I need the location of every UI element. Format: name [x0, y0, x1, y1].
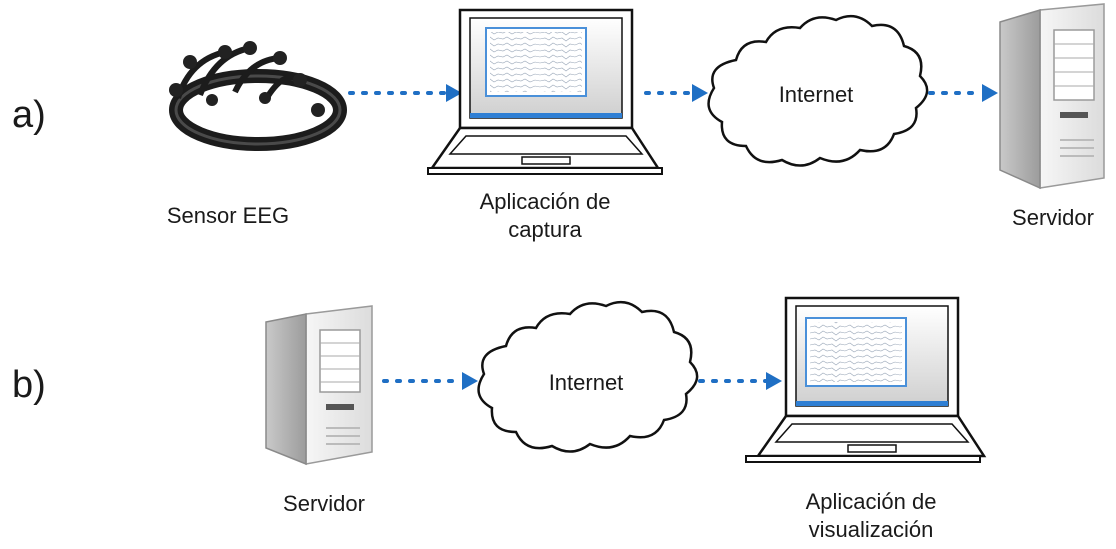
server-icon: [999, 3, 1105, 190]
sensor-caption: Sensor EEG: [166, 203, 290, 228]
capture-caption-line1: Aplicación de: [479, 189, 611, 214]
arrow-server-to-internet: [382, 372, 478, 390]
arrow-internet-to-server: [928, 84, 998, 102]
eeg-headset-icon: [169, 41, 347, 151]
row-label-b: b): [12, 364, 46, 406]
capture-caption-line2: captura: [508, 217, 582, 242]
arrow-capture-to-internet: [644, 84, 708, 102]
internet-label: Internet: [548, 370, 624, 395]
server-icon: [265, 305, 373, 466]
row-label-a: a): [12, 94, 46, 136]
internet-cloud-icon: [707, 14, 929, 167]
laptop-visualization-icon: [745, 296, 987, 463]
arrow-sensor-to-capture: [348, 84, 462, 102]
internet-cloud-icon: [477, 300, 699, 453]
visualization-caption-line1: Aplicación de: [805, 489, 937, 514]
internet-label: Internet: [778, 82, 854, 107]
server-caption: Servidor: [1012, 205, 1094, 230]
visualization-caption-line2: visualización: [808, 517, 934, 542]
server-caption: Servidor: [283, 491, 365, 516]
arrow-internet-to-visualization: [698, 372, 782, 390]
laptop-capture-icon: [427, 8, 663, 175]
